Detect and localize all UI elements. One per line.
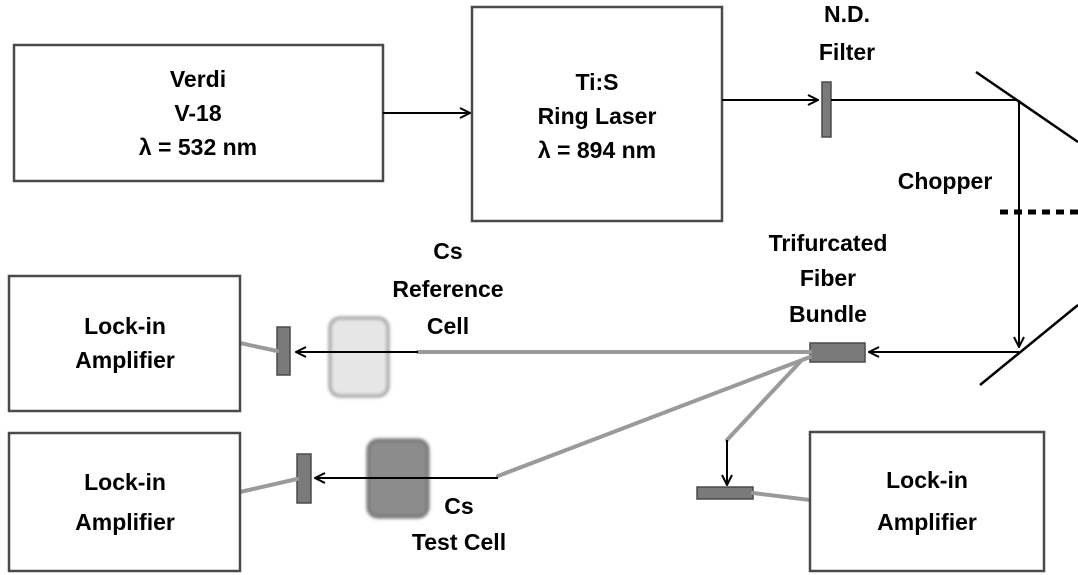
- tis-label-line3: λ = 894 nm: [538, 137, 656, 163]
- chopper-label: Chopper: [898, 168, 993, 194]
- trifurcated-label-line1: Trifurcated: [769, 230, 888, 256]
- reference-detector-cable: [238, 341, 279, 353]
- verdi-laser-box: [12, 43, 385, 183]
- lockin-amplifier-2: [7, 431, 242, 573]
- cs-reference-label-line2: Reference: [392, 276, 503, 302]
- verdi-label-line1: Verdi: [170, 66, 226, 92]
- lockin-amplifier-3: [808, 430, 1046, 573]
- verdi-label-line2: V-18: [174, 100, 222, 126]
- test-detector-cable: [238, 477, 299, 494]
- top-mirror: [975, 70, 1078, 144]
- cs-reference-label-line3: Cell: [427, 313, 469, 339]
- cs-test-label-line1: Cs: [444, 493, 473, 519]
- lockin-2-label-line1: Lock-in: [84, 469, 166, 495]
- cs-test-label-line2: Test Cell: [412, 529, 506, 555]
- lockin-3-label-line1: Lock-in: [886, 467, 968, 493]
- cs-reference-label-line1: Cs: [433, 238, 462, 264]
- tis-label-line2: Ring Laser: [538, 103, 657, 129]
- lockin-3-label-line2: Amplifier: [877, 509, 977, 535]
- third-detector-cable: [751, 491, 812, 502]
- nd-filter-label-line1: N.D.: [824, 1, 870, 27]
- trifurcated-label-line2: Fiber: [800, 265, 856, 291]
- trifurcated-label-line3: Bundle: [789, 301, 867, 327]
- bottom-mirror: [979, 304, 1078, 386]
- lockin-2-label-line2: Amplifier: [75, 509, 175, 535]
- lockin-amplifier-1: [7, 274, 242, 413]
- trifurcated-fiber-bundle: [809, 342, 866, 363]
- nd-filter-label-line2: Filter: [819, 39, 875, 65]
- third-detector: [696, 486, 754, 500]
- cs-reference-cell: [328, 316, 390, 398]
- fiber-to-test: [496, 355, 812, 478]
- test-detector: [296, 453, 312, 504]
- lockin-1-label-line2: Amplifier: [75, 347, 175, 373]
- nd-filter: [821, 81, 832, 138]
- fiber-to-third-lockin: [725, 360, 802, 442]
- verdi-label-line3: λ = 532 nm: [139, 134, 257, 160]
- tis-ring-laser-box: [470, 5, 724, 223]
- lockin-1-label-line1: Lock-in: [84, 313, 166, 339]
- tis-label-line1: Ti:S: [575, 69, 618, 95]
